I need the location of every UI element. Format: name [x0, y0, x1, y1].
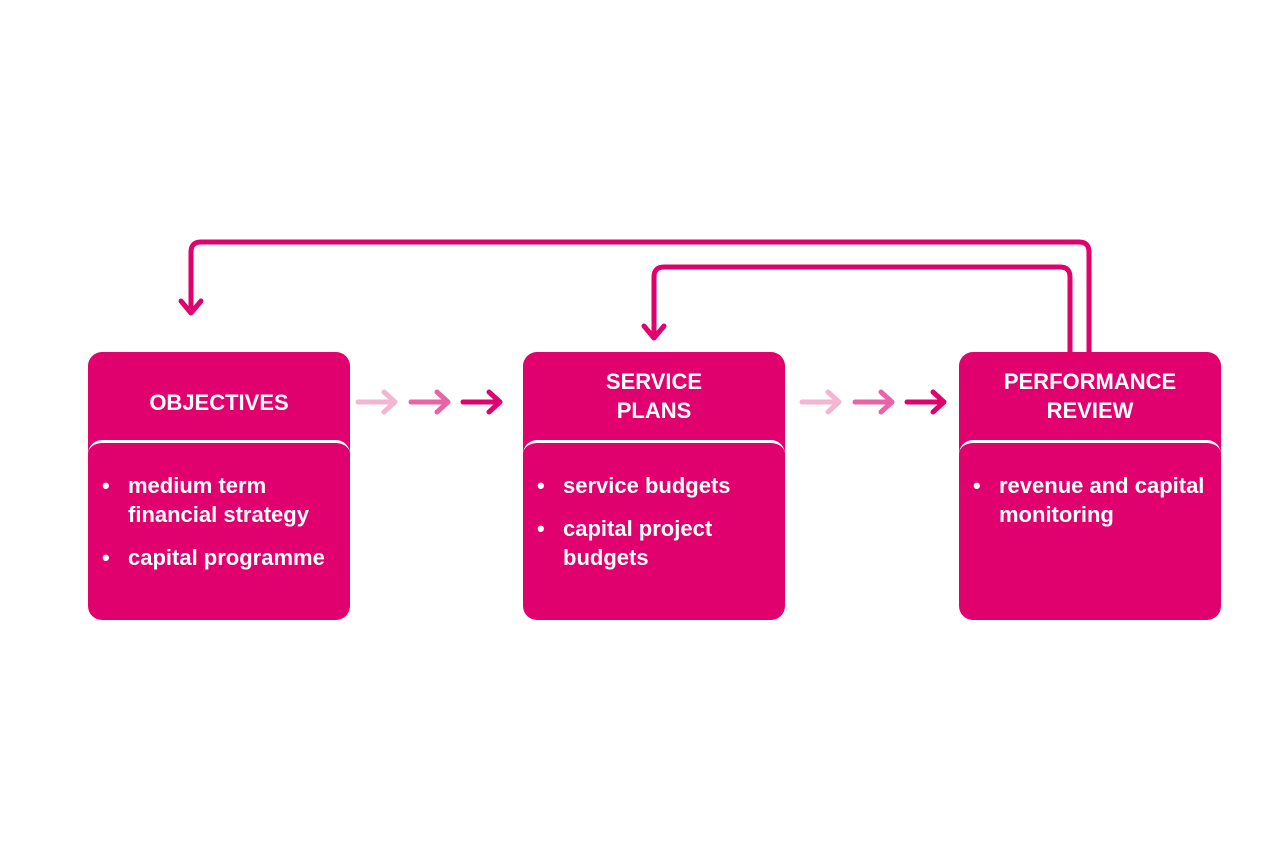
flow-arrow-light — [799, 389, 842, 415]
list-item: capital programme — [102, 543, 342, 572]
service-plans-list: service budgets capital project budgets — [537, 471, 777, 572]
feedback-arrow-to-service-plans — [651, 264, 1073, 355]
flow-arrow-mid — [408, 389, 451, 415]
service-plans-body: service budgets capital project budgets — [523, 440, 785, 620]
feedback-arrow-to-objectives — [188, 239, 1092, 355]
performance-review-box: PERFORMANCE REVIEW revenue and capital m… — [959, 352, 1221, 620]
objectives-list: medium term financial strategy capital p… — [102, 471, 342, 572]
performance-review-list: revenue and capital monitoring — [973, 471, 1213, 529]
service-plans-title: SERVICE PLANS — [605, 369, 703, 423]
service-plans-box: SERVICE PLANS service budgets capital pr… — [523, 352, 785, 620]
list-item: revenue and capital monitoring — [973, 471, 1213, 529]
objectives-box: OBJECTIVES medium term financial strateg… — [88, 352, 350, 620]
list-item: service budgets — [537, 471, 777, 500]
performance-review-title: PERFORMANCE REVIEW — [1003, 369, 1177, 423]
feedback-arrowhead-objectives — [178, 298, 204, 316]
performance-review-body: revenue and capital monitoring — [959, 440, 1221, 620]
feedback-arrowhead-service-plans — [641, 323, 667, 341]
flow-arrow-dark — [904, 389, 947, 415]
objectives-body: medium term financial strategy capital p… — [88, 440, 350, 620]
flow-arrows-service-plans-to-performance-review — [799, 389, 947, 415]
objectives-title: OBJECTIVES — [149, 389, 289, 415]
flow-arrows-objectives-to-service-plans — [355, 389, 503, 415]
flow-arrow-light — [355, 389, 398, 415]
list-item: medium term financial strategy — [102, 471, 342, 529]
flow-arrow-mid — [852, 389, 895, 415]
list-item: capital project budgets — [537, 514, 777, 572]
flow-arrow-dark — [460, 389, 503, 415]
